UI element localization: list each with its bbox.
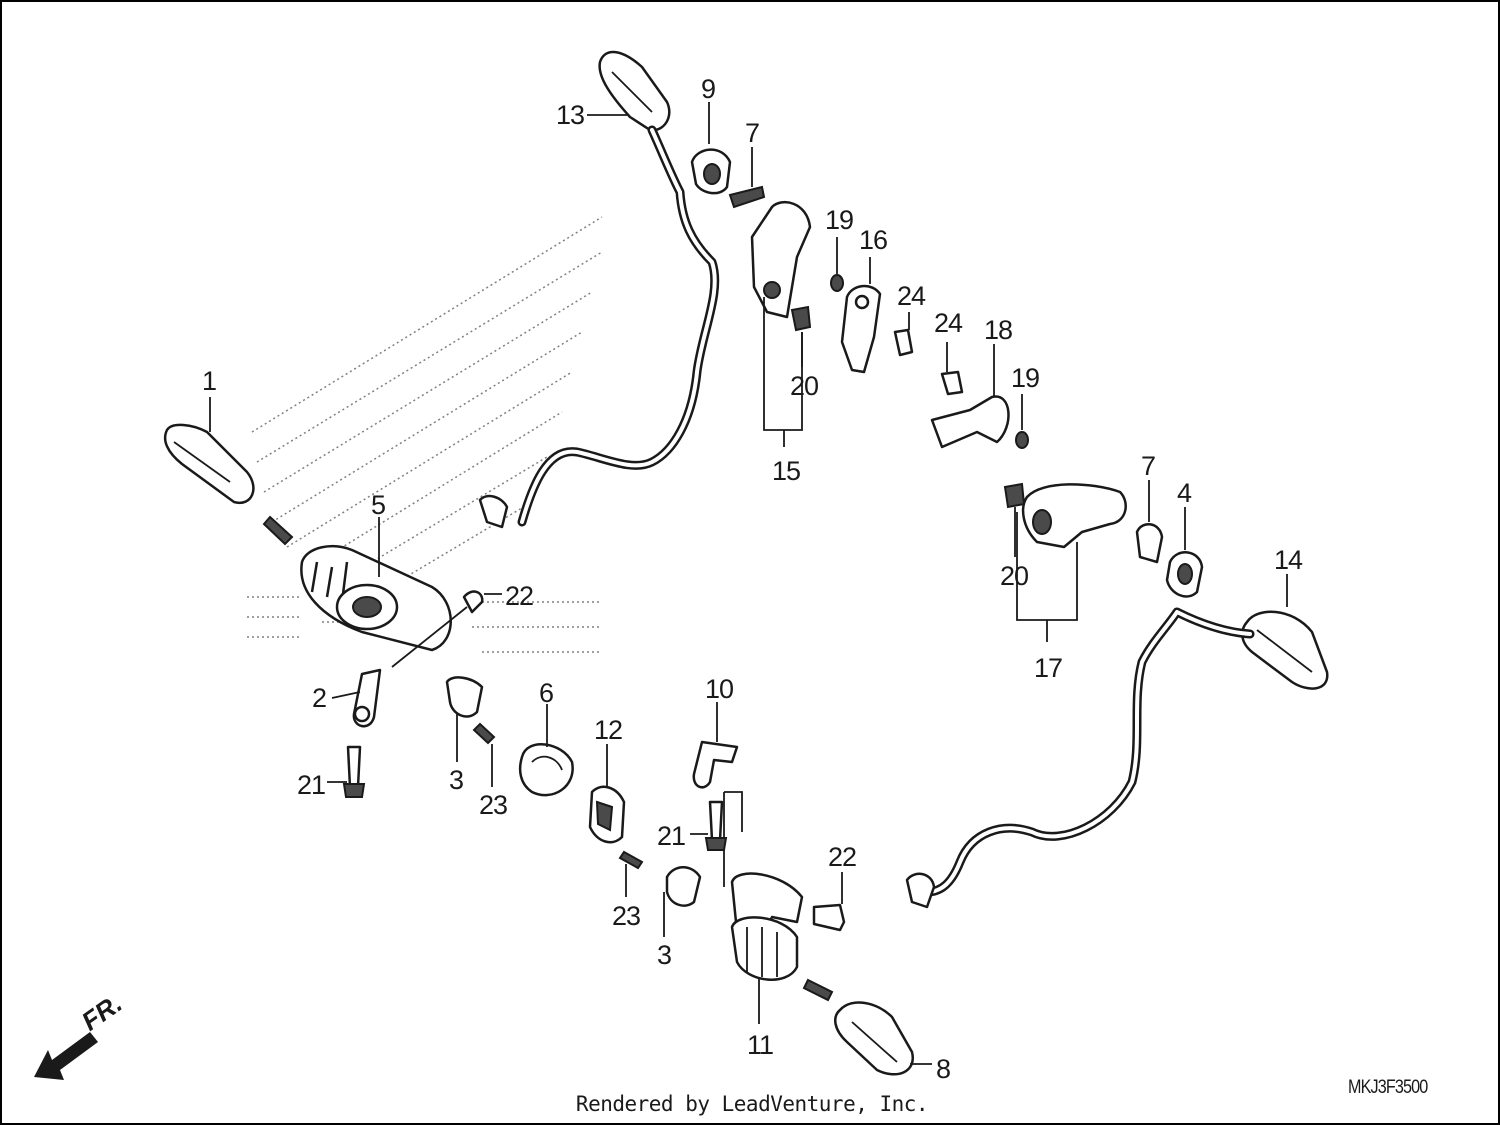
holder-18 xyxy=(930,344,1010,449)
callout-23-lower: 23 xyxy=(612,901,640,931)
callout-7-upper: 7 xyxy=(745,118,759,148)
callout-14: 14 xyxy=(1274,545,1303,575)
winker-lens-rear xyxy=(802,978,932,1076)
callout-5: 5 xyxy=(371,490,385,520)
screw-23-lower xyxy=(618,850,644,897)
render-credit: Rendered by LeadVenture, Inc. xyxy=(575,1092,929,1116)
switch-housing-left xyxy=(300,517,452,652)
winker-lens-front-left xyxy=(163,397,294,546)
nut-7-lower xyxy=(1135,480,1164,564)
callout-22-right: 22 xyxy=(828,842,856,872)
callout-1: 1 xyxy=(202,366,216,396)
callout-labels: 1 2 3 3 4 5 6 7 7 8 9 10 11 12 13 14 15 … xyxy=(202,74,1304,1084)
callout-15: 15 xyxy=(772,456,800,486)
callout-4: 4 xyxy=(1177,478,1192,508)
callout-16: 16 xyxy=(859,225,887,255)
callout-13: 13 xyxy=(556,100,584,130)
callout-11: 11 xyxy=(747,1030,773,1060)
diagram-code: MKJ3F3500 xyxy=(1348,1077,1428,1098)
grommet-4 xyxy=(1165,507,1204,598)
grommet-9 xyxy=(690,102,732,195)
callout-8: 8 xyxy=(936,1054,950,1084)
callout-21-left: 21 xyxy=(297,770,325,800)
callout-2: 2 xyxy=(312,683,326,713)
callout-17: 17 xyxy=(1034,653,1062,683)
switch-housing-right xyxy=(730,872,804,1024)
callout-3-lower: 3 xyxy=(657,940,671,970)
front-direction-arrow xyxy=(34,1032,98,1080)
bolt-21-right xyxy=(690,800,728,851)
callout-6: 6 xyxy=(539,678,553,708)
callout-23-upper: 23 xyxy=(479,790,507,820)
callout-10: 10 xyxy=(705,674,733,704)
clamp-3-upper xyxy=(445,676,484,762)
callout-7-lower: 7 xyxy=(1141,451,1155,481)
clamp-3-lower xyxy=(663,866,702,937)
nut-7-upper xyxy=(728,147,766,209)
bracket-10 xyxy=(692,702,743,887)
screw-24-upper xyxy=(893,312,914,357)
bolt-21-left xyxy=(327,745,366,798)
screw-22-right xyxy=(812,872,846,932)
winker-14-with-wire xyxy=(905,574,1329,909)
callout-19-lower: 19 xyxy=(1011,363,1039,393)
cover-12 xyxy=(588,744,626,844)
callout-9: 9 xyxy=(701,74,715,104)
screw-22-left xyxy=(391,590,502,668)
callout-22-left: 22 xyxy=(505,581,533,611)
callout-20-lower: 20 xyxy=(1000,561,1028,591)
screw-24-lower xyxy=(940,342,964,396)
callout-3-upper: 3 xyxy=(449,765,463,795)
callout-12: 12 xyxy=(594,715,622,745)
callout-24-lower: 24 xyxy=(934,308,963,338)
callout-20-upper: 20 xyxy=(790,371,818,401)
stay-15 xyxy=(750,200,812,447)
screw-23-upper xyxy=(472,722,496,787)
nut-20-lower xyxy=(1003,482,1026,557)
nut-19-upper xyxy=(830,237,844,292)
callout-18: 18 xyxy=(984,315,1012,345)
plate-16 xyxy=(840,257,882,374)
nut-20-upper xyxy=(790,305,812,367)
bracket-2 xyxy=(331,668,382,728)
callout-19-upper: 19 xyxy=(825,205,853,235)
winker-13-with-wire xyxy=(478,50,720,529)
callout-24-upper: 24 xyxy=(897,281,926,311)
callout-21-right: 21 xyxy=(657,821,685,851)
band-6 xyxy=(518,704,574,797)
stay-17 xyxy=(1016,483,1127,642)
nut-19-lower xyxy=(1015,394,1029,449)
